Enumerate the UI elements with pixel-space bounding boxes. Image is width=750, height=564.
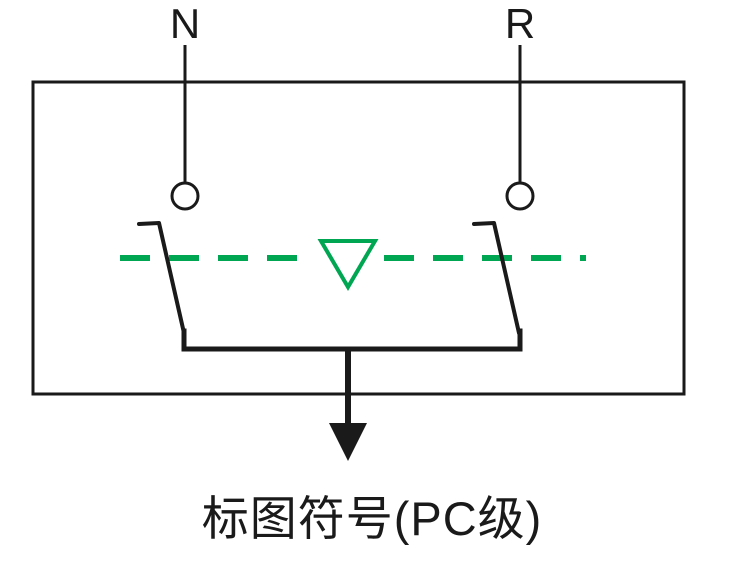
terminal-r-label: R xyxy=(505,0,535,47)
enclosure-box xyxy=(31,80,686,396)
contact-n-circle xyxy=(170,181,200,211)
green-triangle-indicator xyxy=(317,239,379,291)
common-bus xyxy=(181,328,523,352)
down-arrowhead-icon xyxy=(329,423,367,461)
caption-text: 标图符号(PC级) xyxy=(202,492,543,545)
terminal-n-label: N xyxy=(170,0,200,47)
switch-blade-left xyxy=(137,221,186,335)
contact-r-circle xyxy=(505,181,535,211)
switch-blade-right xyxy=(472,221,521,335)
